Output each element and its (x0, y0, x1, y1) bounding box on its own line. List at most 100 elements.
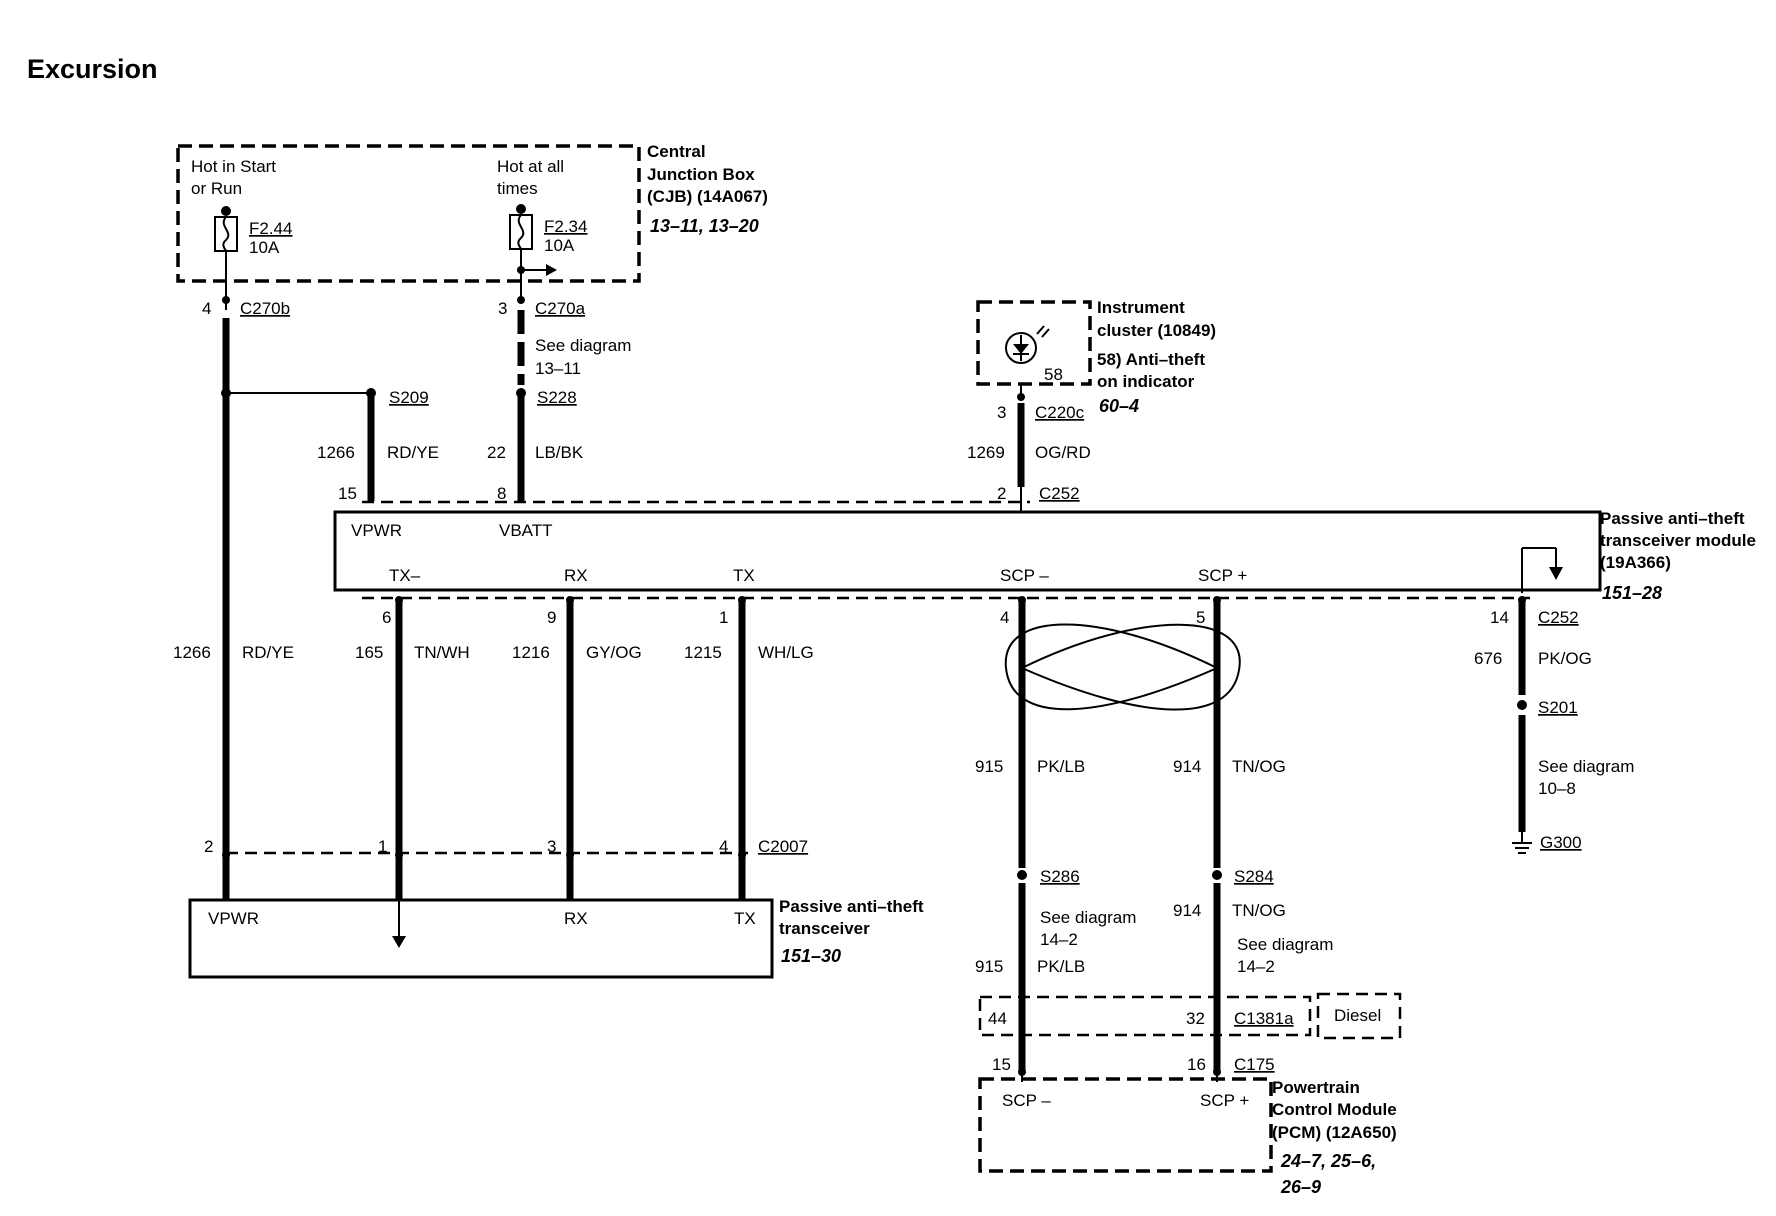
pcm-scpp-label: SCP + (1200, 1091, 1249, 1110)
c1381a-label: C1381a (1234, 1009, 1294, 1028)
wire-1216-color: GY/OG (586, 643, 642, 662)
lower-wiring: 6 9 1 4 5 14 C252 1266 RD/YE 165 TN/WH 1… (173, 596, 1634, 862)
see-diagram-14-2-a-ref: 14–2 (1040, 930, 1078, 949)
transceiver-tx-label: TX (734, 909, 756, 928)
cjb-hot-always-label-2: times (497, 179, 538, 198)
wire-915-number: 915 (975, 757, 1003, 776)
see-diagram-13-11-ref: 13–11 (535, 359, 581, 378)
c270b-label: C270b (240, 299, 290, 318)
wire-1266-lower-number: 1266 (173, 643, 211, 662)
wire-1266-number: 1266 (317, 443, 355, 462)
c270a-pin: 3 (498, 299, 507, 318)
pats-vpwr-label: VPWR (351, 521, 402, 540)
transceiver: VPWR RX TX Passive anti–theft transceive… (188, 897, 924, 979)
c175-pin-16: 16 (1187, 1055, 1206, 1074)
pin-8: 8 (497, 484, 506, 503)
ground-g300-label: G300 (1540, 833, 1582, 852)
transceiver-box (188, 898, 774, 979)
fuse-f234-icon (509, 204, 533, 250)
instrument-pin-58: 58 (1044, 365, 1063, 384)
page-title: Excursion (27, 54, 158, 84)
wire-165-number: 165 (355, 643, 383, 662)
instrument-indicator-1: 58) Anti–theft (1097, 350, 1205, 369)
see-diagram-14-2-b: See diagram (1237, 935, 1333, 954)
fuse-f244-rating: 10A (249, 238, 280, 257)
pcm-scpm-label: SCP – (1002, 1091, 1051, 1110)
scp-lines: S286 S284 See diagram 14–2 914 TN/OG See… (975, 862, 1333, 1076)
splice-s284: S284 (1234, 867, 1274, 886)
cjb-name-2: Junction Box (647, 165, 755, 184)
instrument-name-2: cluster (10849) (1097, 321, 1216, 340)
pats-ref: 151–28 (1602, 583, 1662, 603)
wire-1266-color: RD/YE (387, 443, 439, 462)
wire-165-color: TN/WH (414, 643, 470, 662)
cjb-name-1: Central (647, 142, 706, 161)
splice-s209: S209 (389, 388, 429, 407)
pcm-name-3: (PCM) (12A650) (1272, 1123, 1397, 1142)
c270a-label: C270a (535, 299, 586, 318)
pcm-ref-1: 24–7, 25–6, (1280, 1151, 1376, 1171)
c220c-label: C220c (1035, 403, 1085, 422)
pats-txm-label: TX– (389, 566, 421, 585)
instrument-cluster: 58 Instrument cluster (10849) 58) Anti–t… (967, 298, 1216, 543)
see-diagram-13-11: See diagram (535, 336, 631, 355)
instrument-ref: 60–4 (1099, 396, 1139, 416)
wire-914-color: TN/OG (1232, 757, 1286, 776)
twisted-pair-left-loop (1019, 623, 1241, 711)
wire-1215-number: 1215 (684, 643, 722, 662)
upper-wiring: 4 C270b 3 C270a See diagram 13–11 S209 S… (202, 249, 631, 858)
splice-s228: S228 (537, 388, 577, 407)
c1381a-outline (978, 995, 1312, 1037)
c2007-pin-2: 2 (204, 837, 213, 856)
wire-22-number: 22 (487, 443, 506, 462)
c2007-pin-3: 3 (547, 837, 556, 856)
splice-s201: S201 (1538, 698, 1578, 717)
pcm-name-2: Control Module (1272, 1100, 1397, 1119)
arrow-right-icon (517, 264, 557, 276)
cjb-name-3: (CJB) (14A067) (647, 187, 768, 206)
pin-4: 4 (1000, 608, 1009, 627)
wire-915b-color: PK/LB (1037, 957, 1085, 976)
instrument-name-1: Instrument (1097, 298, 1185, 317)
cjb-hot-start-label: Hot in Start (191, 157, 276, 176)
cjb-outline (176, 144, 641, 283)
pats-rx-label: RX (564, 566, 588, 585)
wire-914b-number: 914 (1173, 901, 1201, 920)
fuse-f244-icon (214, 206, 238, 252)
fuse-f244-id: F2.44 (249, 219, 292, 238)
c2007-label: C2007 (758, 837, 808, 856)
splice-s286: S286 (1040, 867, 1080, 886)
pcm-name-1: Powertrain (1272, 1078, 1360, 1097)
wire-676-color: PK/OG (1538, 649, 1592, 668)
cjb-ref: 13–11, 13–20 (650, 216, 759, 236)
c175-pin-15: 15 (992, 1055, 1011, 1074)
transceiver-ground-icon (392, 936, 406, 948)
twisted-pair-right-loop (1004, 623, 1220, 711)
transceiver-rx-label: RX (564, 909, 588, 928)
pin-5: 5 (1196, 608, 1205, 627)
wire-914-number: 914 (1173, 757, 1201, 776)
pats-module: VPWR VBATT TX– RX TX SCP – SCP + Passive… (333, 509, 1756, 603)
pats-name-3: (19A366) (1600, 553, 1671, 572)
fuse-f234-id: F2.34 (544, 217, 587, 236)
c252-top-pin: 2 (997, 484, 1006, 503)
c1381a-pin-32: 32 (1186, 1009, 1205, 1028)
ground-g300-icon (1512, 832, 1532, 854)
diesel-label: Diesel (1334, 1006, 1381, 1025)
pats-scpp-label: SCP + (1198, 566, 1247, 585)
wire-1216-number: 1216 (512, 643, 550, 662)
c1381a-pin-44: 44 (988, 1009, 1007, 1028)
c252-lower-label: C252 (1538, 608, 1579, 627)
central-junction-box: Hot in Start or Run Hot at all times F2.… (176, 142, 768, 283)
cjb-hot-start-label-2: or Run (191, 179, 242, 198)
c270b-pin: 4 (202, 299, 211, 318)
c2007-pin-4: 4 (719, 837, 728, 856)
pcm-outline (978, 1077, 1273, 1173)
see-diagram-10-8: See diagram (1538, 757, 1634, 776)
fuse-f234-rating: 10A (544, 236, 575, 255)
pats-module-box (333, 510, 1602, 592)
see-diagram-14-2-b-ref: 14–2 (1237, 957, 1275, 976)
pats-scpm-label: SCP – (1000, 566, 1049, 585)
transceiver-ref: 151–30 (781, 946, 841, 966)
